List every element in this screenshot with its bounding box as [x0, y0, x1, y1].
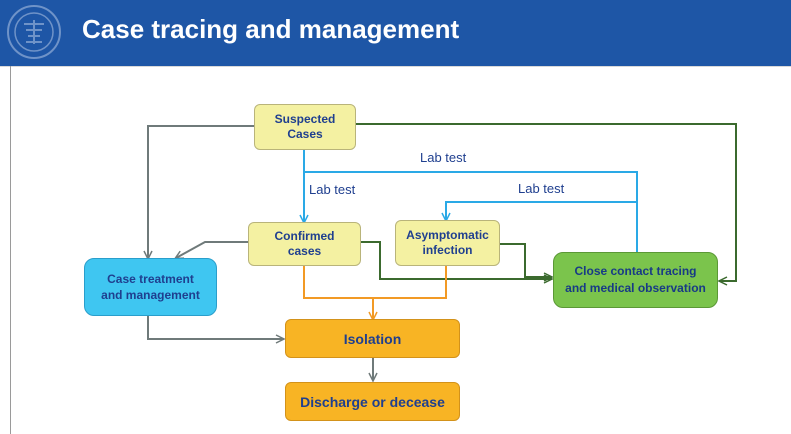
page-title: Case tracing and management — [82, 14, 460, 44]
node-close-contact-line2: and medical observation — [565, 281, 706, 295]
node-suspected-line1: Suspected — [274, 112, 336, 126]
arrow-close-to-confirmed — [304, 171, 638, 252]
university-seal-icon — [7, 5, 61, 59]
label-lab-test-1: Lab test — [309, 182, 356, 197]
arrow-confirmed-to-isolation — [303, 266, 373, 319]
node-close-contact: Close contact tracing and medical observ… — [553, 252, 718, 308]
header-bar: Case tracing and management — [0, 0, 791, 66]
node-case-treatment: Case treatment and management — [84, 258, 217, 316]
node-isolation: Isolation — [285, 319, 460, 358]
arrow-treatment-to-isolation — [147, 316, 283, 339]
arrow-close-to-asymptomatic — [446, 201, 637, 220]
arrow-asymptomatic-to-close-contact — [500, 243, 551, 277]
node-confirmed-line2: cases — [287, 244, 322, 258]
arrow-confirmed-to-treatment — [176, 241, 248, 258]
node-treatment-line1: Case treatment — [107, 272, 194, 286]
node-discharge: Discharge or decease — [285, 382, 460, 421]
node-asymptomatic-infection: Asymptomatic infection — [395, 220, 500, 266]
node-asymptomatic-line1: Asymptomatic — [406, 228, 489, 242]
arrow-confirmed-to-close-contact — [361, 241, 551, 279]
node-suspected-cases: Suspected Cases — [254, 104, 356, 150]
label-lab-test-2: Lab test — [420, 150, 467, 165]
arrow-suspected-to-close-contact — [356, 123, 737, 281]
node-suspected-line2: Cases — [287, 127, 323, 141]
arrow-suspected-to-treatment — [148, 125, 254, 258]
label-lab-test-3: Lab test — [518, 181, 565, 196]
node-treatment-line2: and management — [101, 288, 200, 302]
divider — [0, 66, 791, 67]
node-confirmed-line1: Confirmed — [274, 229, 335, 243]
node-asymptomatic-line2: infection — [422, 243, 473, 257]
arrow-asymptomatic-to-isolation — [373, 266, 447, 299]
node-isolation-label: Isolation — [343, 330, 402, 347]
node-confirmed-cases: Confirmed cases — [248, 222, 361, 266]
left-border — [10, 66, 11, 434]
node-close-contact-line1: Close contact tracing — [574, 264, 697, 278]
node-discharge-label: Discharge or decease — [300, 393, 445, 410]
